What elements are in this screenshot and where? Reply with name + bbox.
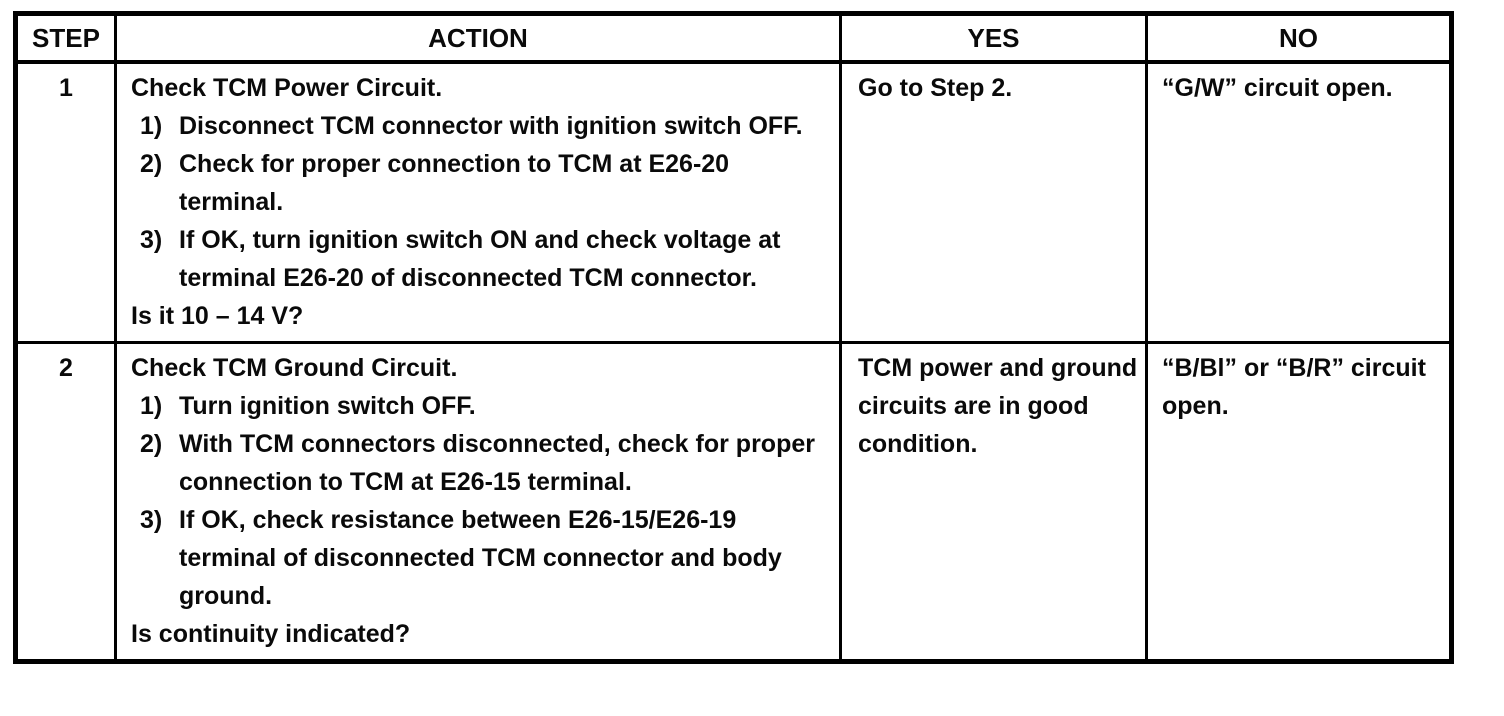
column-header-yes: YES [839,12,1148,64]
action-title: Check TCM Ground Circuit. [131,354,458,382]
action-question: Is continuity indicated? [131,620,411,648]
item-text: Check for proper connection to TCM at E2… [179,150,730,216]
column-header-action: ACTION [114,12,842,64]
action-step-item: 1) Turn ignition switch OFF. [140,387,831,425]
item-number: 2) [140,430,163,458]
no-result: “B/Bl” or “B/R” circuit open. [1145,341,1453,663]
item-number: 3) [140,226,163,254]
step-number: 2 [14,341,117,663]
action-cell: Check TCM Ground Circuit. 1) Turn igniti… [114,341,842,663]
action-cell: Check TCM Power Circuit. 1) Disconnect T… [114,60,842,344]
table-header-row: STEP ACTION YES NO [14,12,1453,64]
action-step-item: 2) With TCM connectors disconnected, che… [140,425,831,501]
item-number: 3) [140,506,163,534]
action-step-item: 2) Check for proper connection to TCM at… [140,145,831,221]
item-number: 2) [140,150,163,178]
item-text: If OK, turn ignition switch ON and check… [179,226,781,292]
step-number: 1 [14,60,117,344]
item-text: If OK, check resistance between E26-15/E… [179,506,782,610]
action-step-item: 1) Disconnect TCM connector with ignitio… [140,107,831,145]
action-step-item: 3) If OK, check resistance between E26-1… [140,501,831,615]
table-row-step-1: 1 Check TCM Power Circuit. 1) Disconnect… [14,60,1453,344]
yes-result: TCM power and ground circuits are in goo… [839,341,1148,663]
yes-result: Go to Step 2. [839,60,1148,344]
table-row-step-2: 2 Check TCM Ground Circuit. 1) Turn igni… [14,341,1453,663]
column-header-step: STEP [14,12,117,64]
item-number: 1) [140,392,163,420]
no-result: “G/W” circuit open. [1145,60,1453,344]
column-header-no: NO [1145,12,1453,64]
item-text: Turn ignition switch OFF. [179,392,476,420]
item-text: With TCM connectors disconnected, check … [179,430,815,496]
action-step-item: 3) If OK, turn ignition switch ON and ch… [140,221,831,297]
item-number: 1) [140,112,163,140]
item-text: Disconnect TCM connector with ignition s… [179,112,803,140]
action-question: Is it 10 – 14 V? [131,302,304,330]
diagnostic-table: STEP ACTION YES NO 1 Check TCM Power Cir… [13,11,1454,664]
action-title: Check TCM Power Circuit. [131,74,443,102]
